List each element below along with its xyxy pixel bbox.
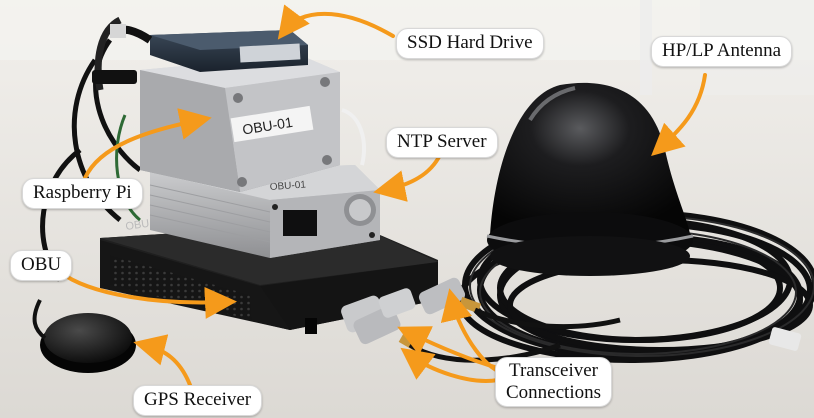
ssd-callout-arrow (277, 4, 395, 40)
label-ntp-server: NTP Server (386, 127, 498, 158)
transceiver-callout-arrow-c (400, 347, 500, 383)
gps-puck (32, 299, 136, 373)
label-ssd-hard-drive: SSD Hard Drive (396, 28, 544, 59)
obu-tag: OBU-01 (241, 114, 294, 138)
antenna-callout-arrow (651, 73, 707, 157)
ntp-server-box: OBU-01 (149, 165, 380, 258)
label-gps-receiver: GPS Receiver (133, 385, 263, 416)
ntp-tag: OBU-01 (269, 179, 306, 193)
svg-text:OBU: OBU (125, 218, 150, 233)
ssd-drive (110, 24, 308, 72)
callout-arrows (58, 4, 707, 387)
label-transceiver-line-1: Transceiver (509, 360, 598, 381)
label-transceiver-line-2: Connections (506, 382, 601, 403)
label-hp-lp-antenna: HP/LP Antenna (651, 36, 793, 67)
raspberry-callout-arrow (83, 108, 212, 180)
gps-callout-arrow (133, 334, 192, 387)
antenna-dome (490, 82, 690, 235)
obu-callout-arrow (58, 270, 237, 319)
label-obu: OBU (10, 250, 73, 281)
label-transceiver-connections: Transceiver Connections (495, 357, 612, 407)
ntp-callout-arrow (373, 153, 442, 202)
label-raspberry-pi: Raspberry Pi (22, 178, 143, 209)
